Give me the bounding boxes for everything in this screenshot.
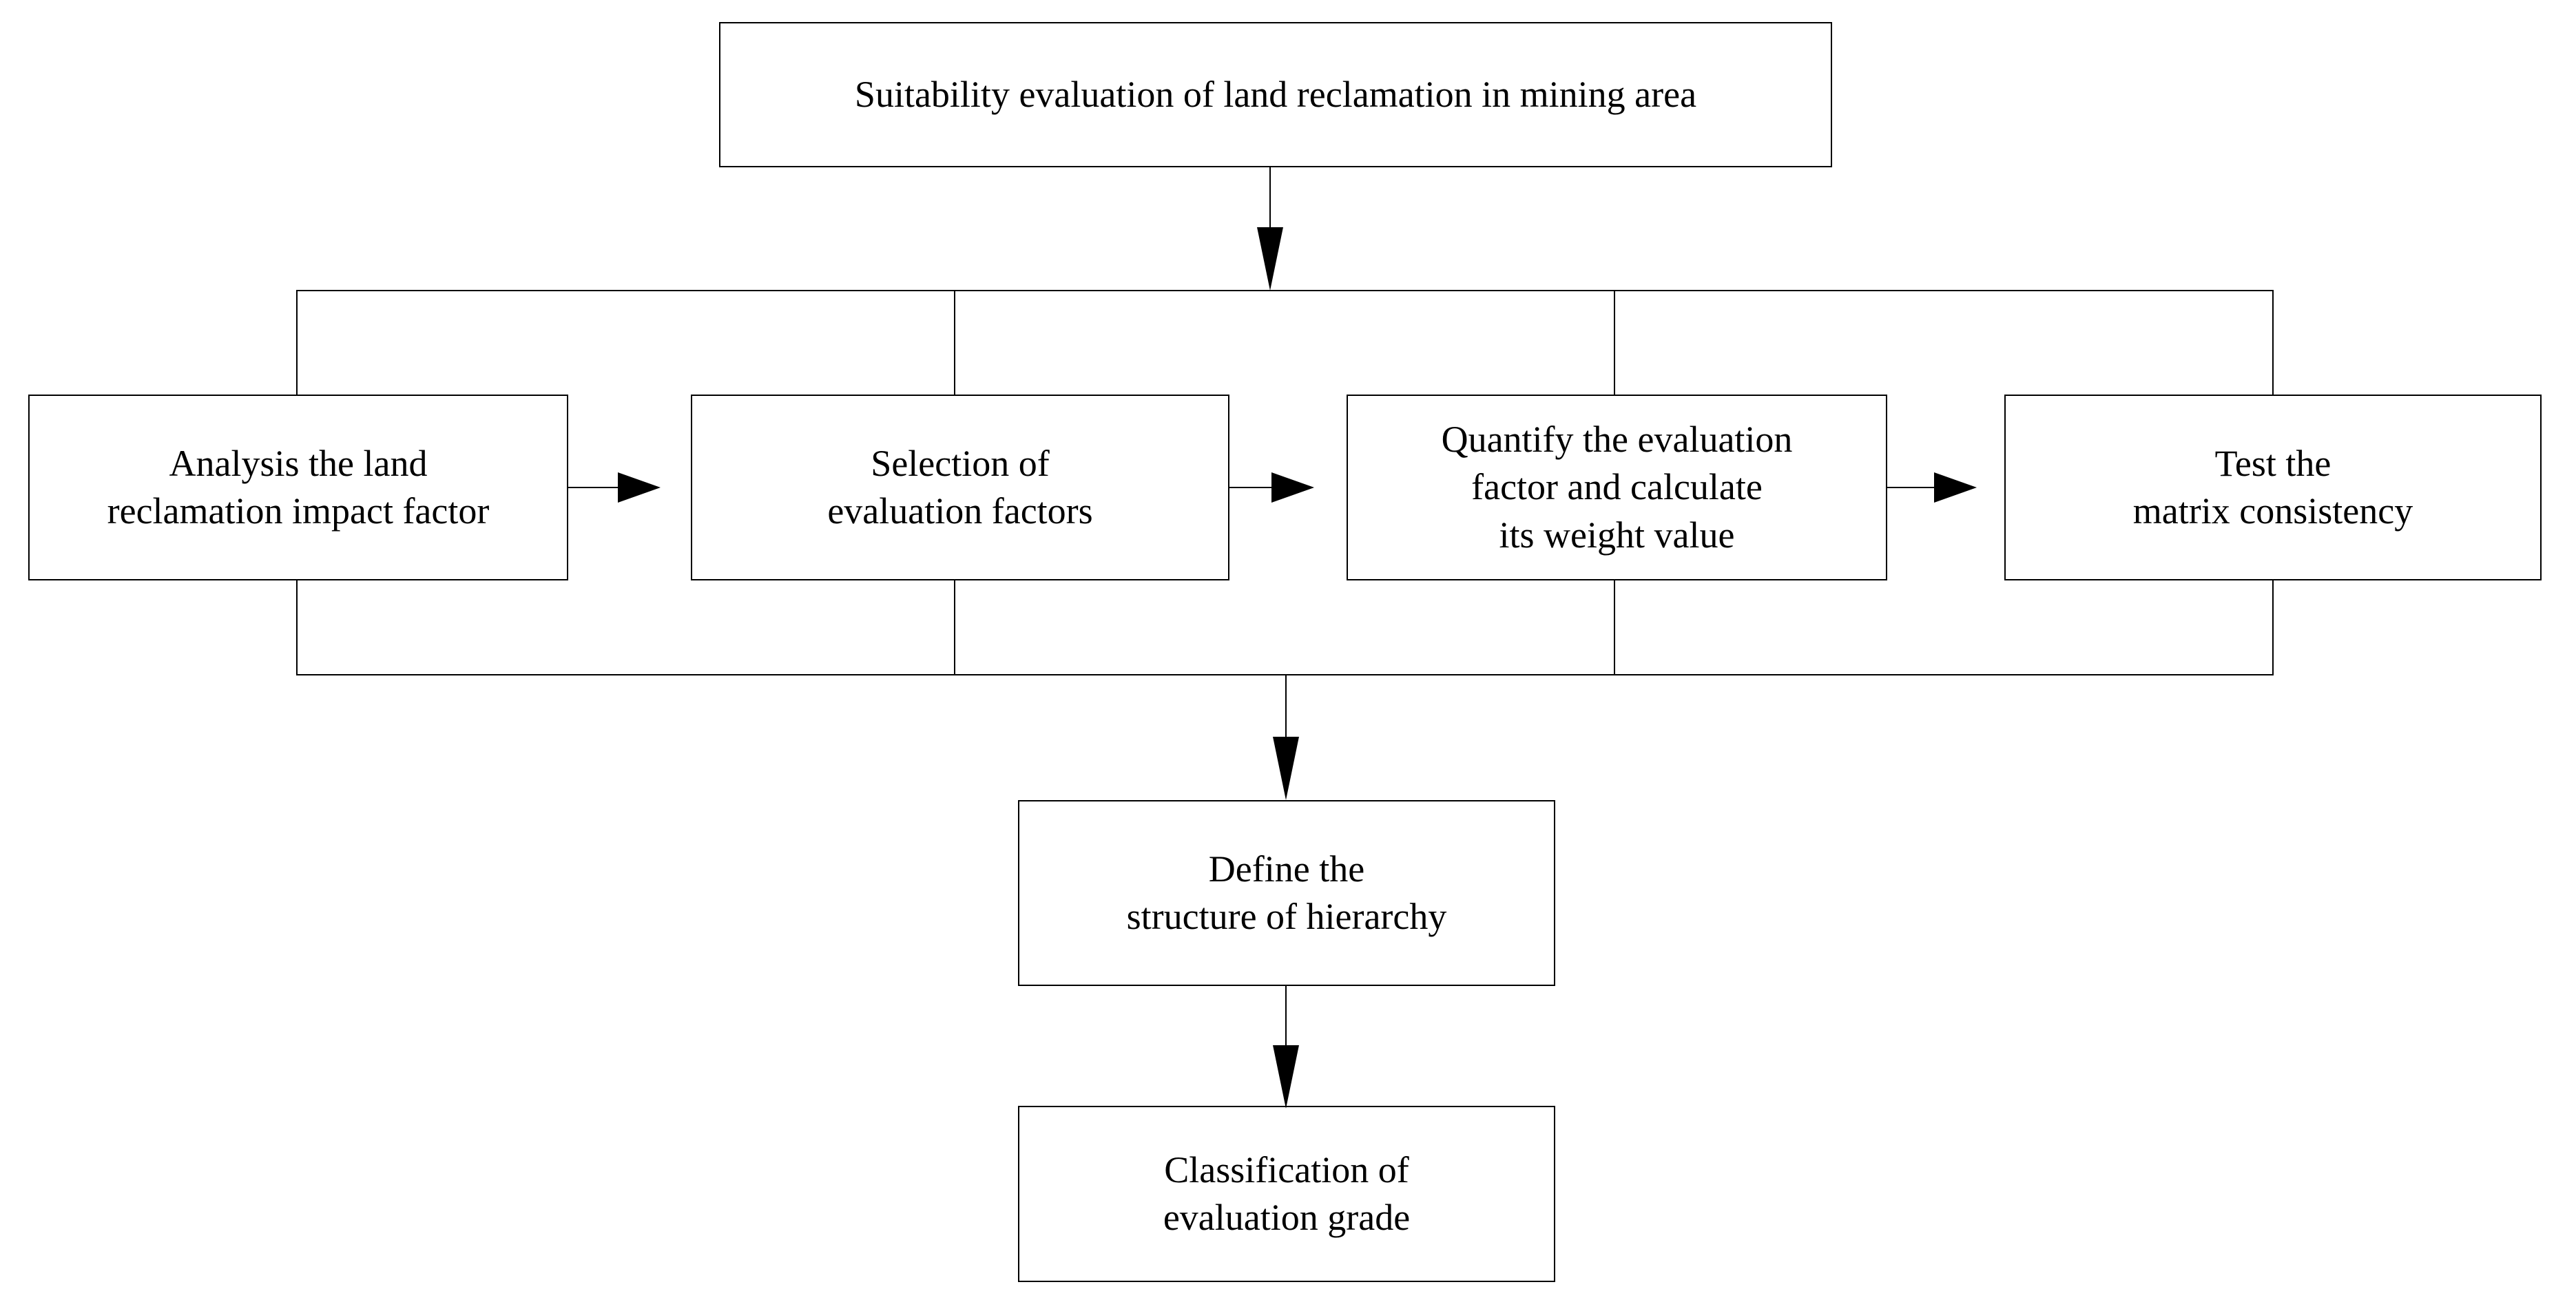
connector-hierarchy-to-grade xyxy=(1285,986,1287,1052)
arrowhead-down-hierarchy-icon xyxy=(1273,737,1299,800)
connector-step3-to-step4 xyxy=(1887,487,1967,488)
connector-step2-to-step3 xyxy=(1229,487,1307,488)
node-step-selection: Selection of evaluation factors xyxy=(691,395,1229,580)
node-step-analysis-label: Analysis the land reclamation impact fac… xyxy=(107,442,490,532)
node-step-consistency-test: Test the matrix consistency xyxy=(2004,395,2542,580)
arrowhead-right-step2-icon xyxy=(1271,472,1314,503)
arrowhead-right-step3-icon xyxy=(1934,472,1977,503)
connector-root-to-steps xyxy=(1269,167,1271,236)
node-step-analysis: Analysis the land reclamation impact fac… xyxy=(28,395,568,580)
arrowhead-right-step1-icon xyxy=(618,472,661,503)
connector-step1-to-step2 xyxy=(568,487,651,488)
node-root-label: Suitability evaluation of land reclamati… xyxy=(854,73,1697,115)
arrowhead-down-grade-icon xyxy=(1273,1045,1299,1109)
node-step-consistency-test-label: Test the matrix consistency xyxy=(2132,442,2413,532)
connector-steps-to-hierarchy xyxy=(1285,674,1287,743)
node-step-quantify: Quantify the evaluation factor and calcu… xyxy=(1347,395,1887,580)
node-classification-grade-label: Classification of evaluation grade xyxy=(1163,1149,1411,1238)
bracket-bottom-line xyxy=(296,674,2273,675)
node-root-goal: Suitability evaluation of land reclamati… xyxy=(719,22,1832,167)
node-step-selection-label: Selection of evaluation factors xyxy=(827,442,1093,532)
bracket-top-line xyxy=(296,290,2273,291)
node-define-hierarchy-label: Define the structure of hierarchy xyxy=(1126,848,1447,937)
node-classification-grade: Classification of evaluation grade xyxy=(1018,1106,1555,1282)
node-step-quantify-label: Quantify the evaluation factor and calcu… xyxy=(1441,419,1793,556)
arrowhead-down-root-icon xyxy=(1257,227,1283,291)
node-define-hierarchy: Define the structure of hierarchy xyxy=(1018,800,1555,986)
